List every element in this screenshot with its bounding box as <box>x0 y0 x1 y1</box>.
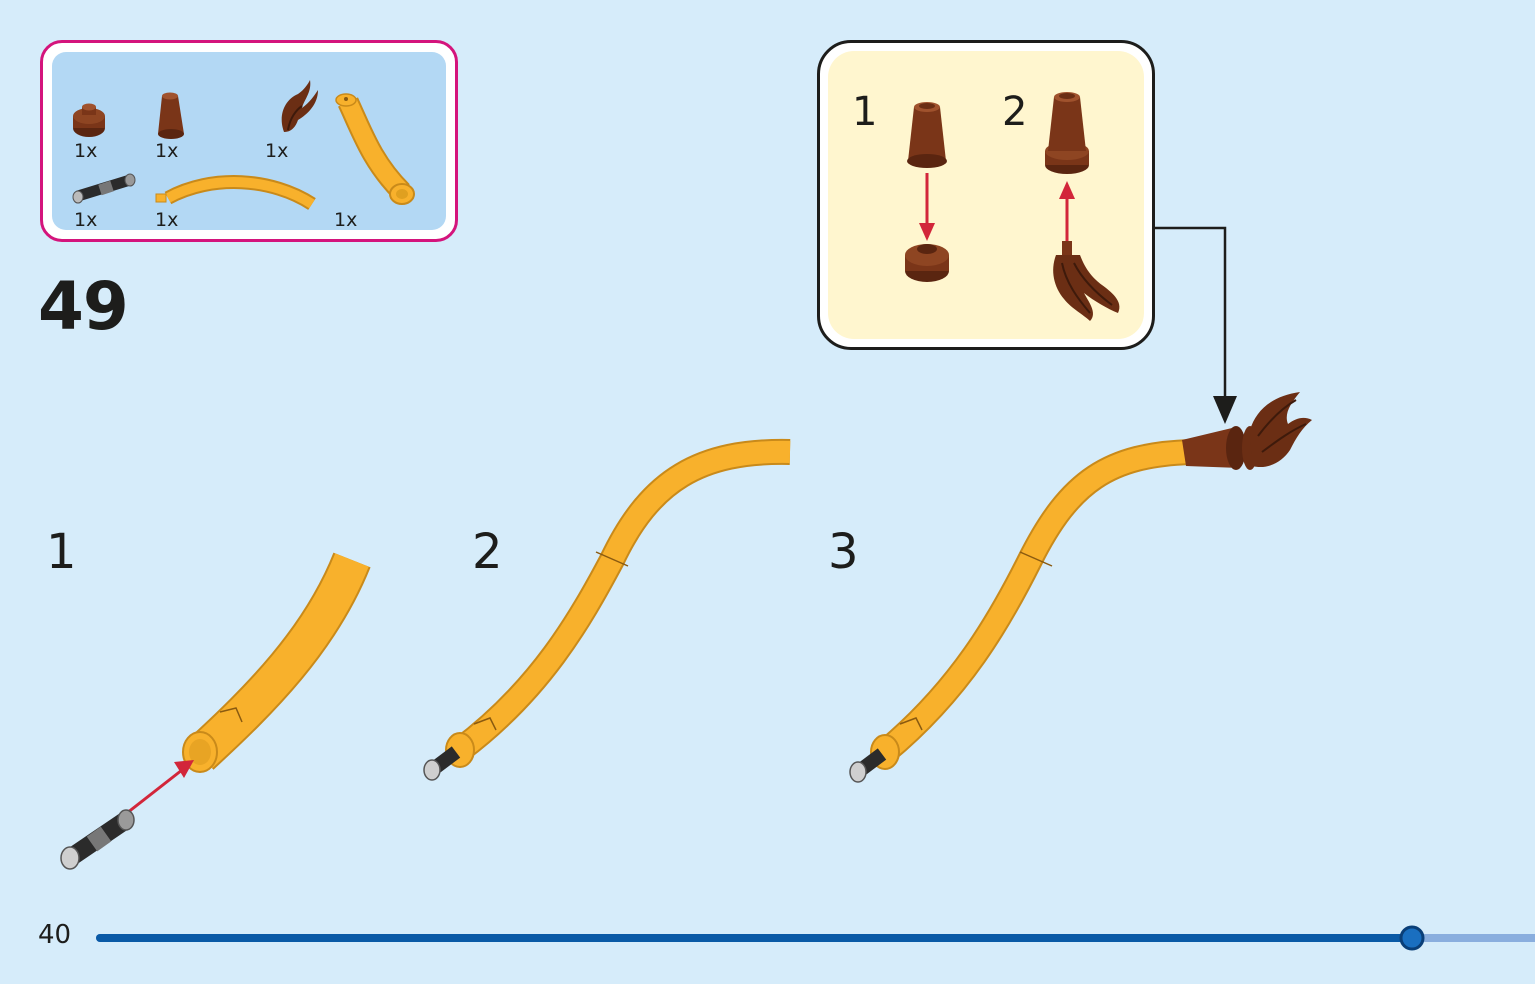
technic-pin-part-icon <box>72 173 136 204</box>
tail-feather-part-icon <box>1053 241 1120 321</box>
part-quantity: 1x <box>334 209 358 231</box>
part-quantity: 1x <box>155 209 179 231</box>
step-number: 49 <box>38 268 129 345</box>
sub-assembly-callout: 1 2 <box>817 40 1155 350</box>
down-arrow-icon <box>919 173 935 241</box>
technic-pin-part-icon <box>849 748 887 783</box>
tail-feather-part-icon <box>281 80 318 132</box>
connector-arrow-icon <box>1213 396 1237 424</box>
cone-assembly-icon <box>1045 92 1089 174</box>
callout-step-label: 1 <box>852 89 878 135</box>
callout-step-label: 2 <box>1002 89 1028 135</box>
part-quantity: 1x <box>74 209 98 231</box>
cone-part-icon <box>158 92 184 139</box>
callout-illustrations <box>905 92 1120 321</box>
parts-illustrations <box>72 80 415 210</box>
sub-step-label: 2 <box>472 524 503 580</box>
round-plate-part-icon <box>905 244 949 282</box>
parts-list-box: 1x 1x 1x 1x 1x 1x <box>40 40 458 242</box>
sub-step-1-illustration <box>60 552 371 870</box>
part-quantity: 1x <box>74 140 98 162</box>
curved-tube-part-icon <box>335 93 415 205</box>
part-quantity: 1x <box>155 140 179 162</box>
tail-tip-assembly-icon <box>1182 392 1312 470</box>
sub-assembly-panel: 1 2 <box>828 51 1144 339</box>
sub-step-3-illustration <box>849 392 1312 783</box>
cone-part-icon <box>907 102 947 168</box>
progress-marker-icon <box>1399 925 1425 951</box>
sub-step-2-illustration <box>423 438 791 781</box>
sub-step-label: 3 <box>828 524 859 580</box>
part-quantity: 1x <box>265 140 289 162</box>
page-number: 40 <box>38 920 72 950</box>
technic-pin-part-icon <box>423 746 461 781</box>
technic-pin-part-icon <box>60 809 135 870</box>
parts-list-panel: 1x 1x 1x 1x 1x 1x <box>52 52 446 231</box>
flex-tube-part-icon <box>155 175 316 210</box>
round-plate-part-icon <box>73 103 105 137</box>
up-arrow-icon <box>1059 181 1075 243</box>
sub-step-label: 1 <box>46 524 77 580</box>
